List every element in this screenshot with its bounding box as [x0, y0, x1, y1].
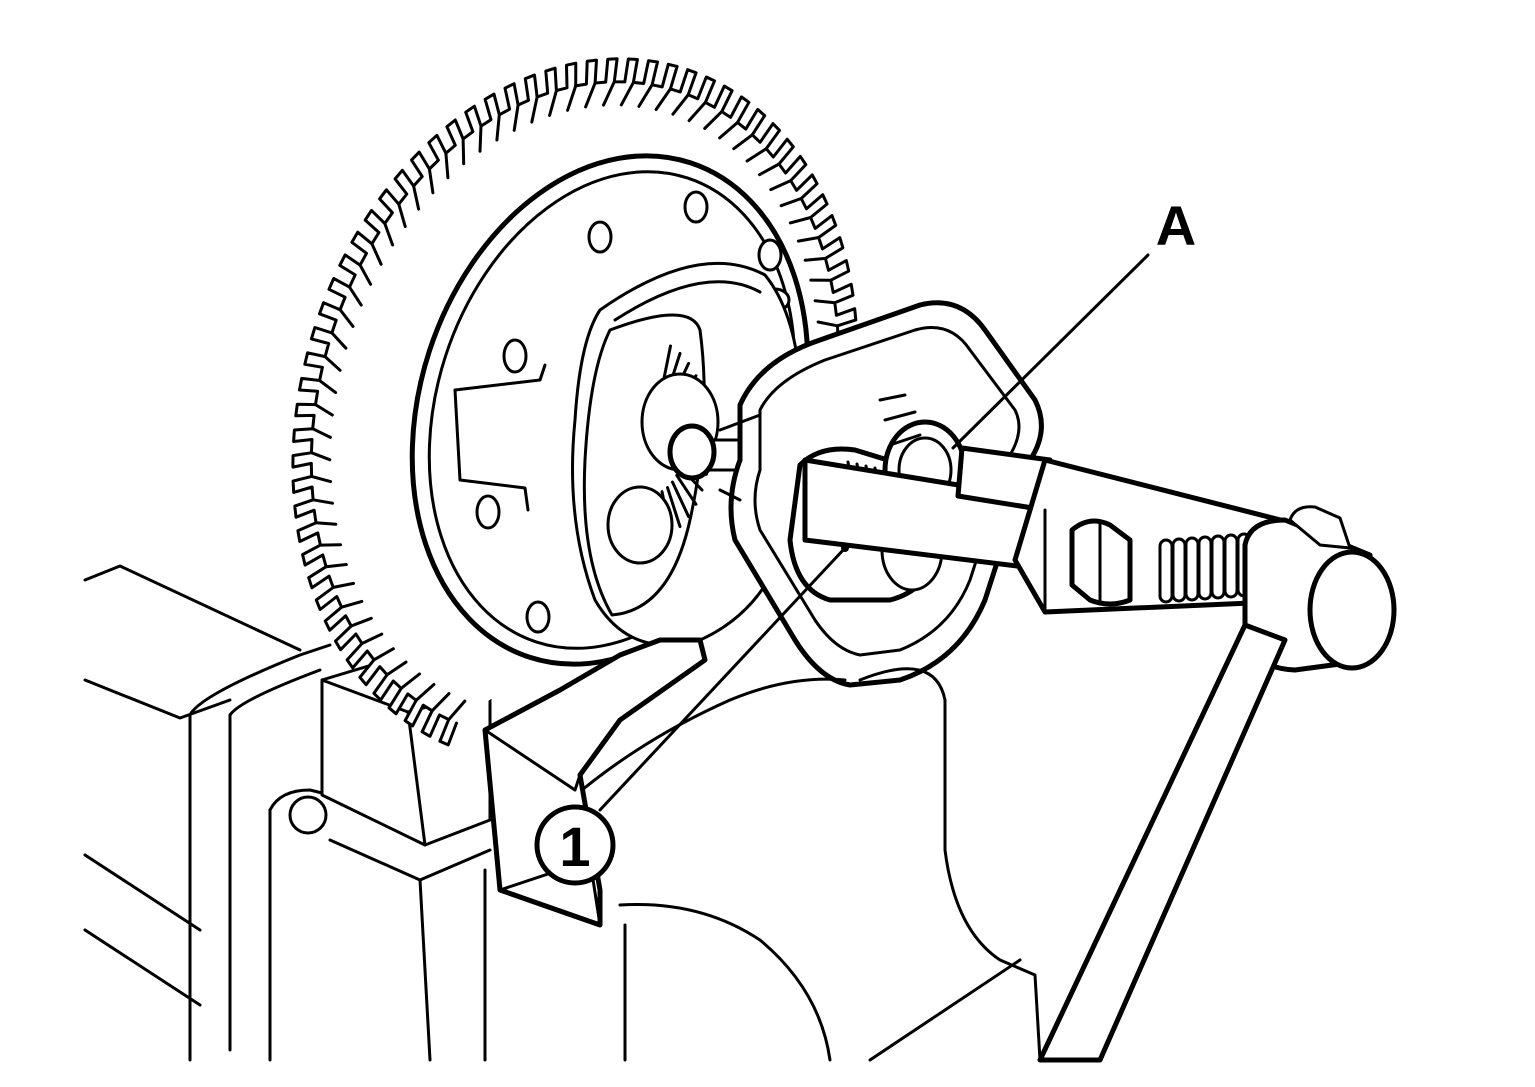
gear-tooth: [318, 379, 338, 395]
gear-tooth: [430, 692, 451, 713]
transaxle-case: [83, 564, 492, 1062]
gear-tooth: [444, 151, 450, 180]
gear-tooth: [788, 216, 813, 225]
gear-tooth: [372, 647, 395, 662]
gear-tooth: [360, 632, 384, 645]
gear-tooth: [732, 133, 754, 151]
callout-leaders: [598, 253, 1150, 812]
gear-tooth: [331, 581, 355, 589]
part-number-circle: [534, 804, 616, 886]
gear-tooth: [340, 599, 364, 609]
gear-tooth: [619, 80, 635, 107]
gear-tooth: [399, 672, 421, 690]
leader-line-a: [951, 253, 1150, 450]
thread-ridge: [1223, 533, 1239, 599]
gear-tooth: [314, 403, 334, 417]
gear-tooth: [348, 285, 363, 307]
gear-tooth: [338, 308, 355, 328]
gear-tooth: [703, 110, 724, 130]
handle-end-cap: [1307, 549, 1397, 671]
puller-center-pin: [667, 423, 750, 481]
gear-tooth: [745, 147, 768, 163]
gear-tooth: [495, 113, 501, 142]
special-tool-a: [802, 445, 1397, 1063]
flange-hole: [475, 494, 501, 530]
gear-tooth: [370, 242, 383, 266]
case-bolt-hole: [288, 795, 328, 835]
gear-tooth: [397, 202, 407, 228]
gear-tooth: [385, 660, 408, 677]
thread-ridge: [1158, 538, 1174, 604]
leader-dot: [841, 544, 849, 552]
gear-tooth: [548, 89, 558, 117]
gear-tooth: [512, 103, 520, 132]
flange-hole: [587, 220, 613, 254]
leader-line-1: [598, 546, 847, 812]
gear-tooth: [687, 100, 707, 123]
flange-hole: [683, 190, 709, 224]
flange-hole: [502, 338, 528, 374]
thread-ridge: [1171, 537, 1187, 603]
flange-hole: [525, 600, 551, 634]
gear-tooth: [816, 320, 839, 328]
gear-tooth: [769, 179, 793, 192]
flange-hole: [757, 238, 783, 272]
gear-tooth: [566, 84, 578, 112]
gear-tooth: [311, 427, 332, 439]
gear-tooth: [584, 81, 597, 109]
gear-tooth: [324, 563, 348, 569]
thread-ridge: [1184, 536, 1200, 602]
gear-tooth: [447, 699, 467, 722]
gear-tooth: [323, 355, 342, 372]
gear-tooth: [349, 616, 373, 628]
gear-tooth: [478, 124, 483, 153]
gear-tooth: [602, 80, 616, 107]
gear-tooth: [779, 197, 803, 208]
thread-ridge: [1197, 535, 1213, 601]
gear-tooth: [671, 93, 690, 116]
tool-threads: [1158, 532, 1252, 604]
gear-tooth: [309, 451, 332, 462]
gear-tooth: [796, 236, 821, 243]
gear-tooth: [314, 521, 338, 526]
gear-tooth: [461, 137, 466, 166]
pinion-tooth: [671, 480, 691, 519]
callout-label-1: 1: [534, 804, 616, 886]
gear-tooth: [311, 498, 334, 505]
pinion-tooth: [666, 486, 682, 529]
gear-tooth: [803, 256, 827, 262]
gear-tooth: [813, 299, 837, 305]
thread-ridge: [1210, 534, 1226, 600]
part-number-text: 1: [559, 815, 590, 878]
gear-tooth: [427, 167, 435, 195]
lower-support: [568, 667, 1042, 1062]
gear-tooth: [654, 87, 672, 111]
side-gear: [606, 485, 674, 565]
gear-tooth: [718, 121, 739, 140]
gear-tooth: [330, 331, 348, 350]
callout-label-a: A: [1156, 194, 1196, 257]
gear-tooth: [412, 184, 421, 211]
tool-label-text: A: [1156, 194, 1196, 257]
gear-tooth: [530, 95, 539, 124]
gear-tooth: [758, 162, 781, 177]
gear-tooth: [414, 683, 436, 702]
gear-tooth: [310, 474, 332, 484]
gear-tooth: [358, 263, 373, 286]
pinion-tooth: [675, 473, 698, 506]
gear-tooth: [637, 83, 654, 108]
gear-tooth: [383, 222, 395, 247]
